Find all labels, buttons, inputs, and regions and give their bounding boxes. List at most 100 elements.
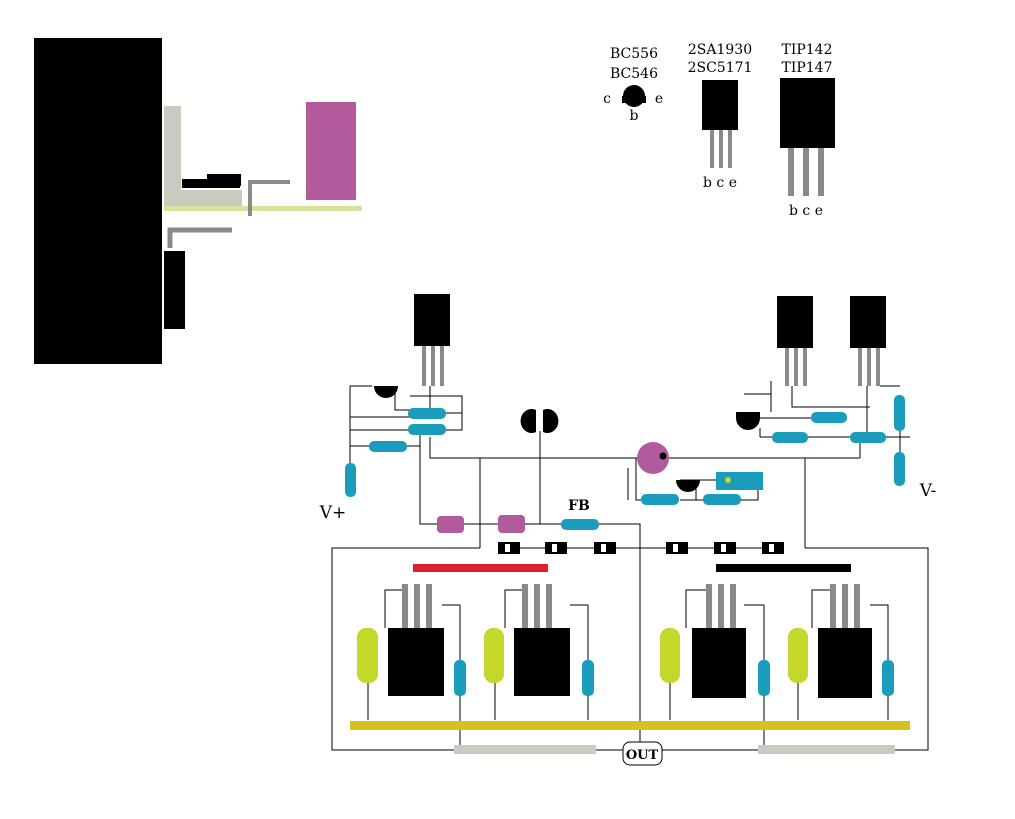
vas-transistor xyxy=(736,418,760,430)
legend-part-tip142: TIP142 xyxy=(781,42,832,58)
bias-transistor xyxy=(676,480,700,492)
resistor-r5 xyxy=(772,432,808,443)
driver-left-leads xyxy=(422,346,444,386)
to220-leads xyxy=(710,130,732,168)
driver-transistor-right-a xyxy=(777,296,813,348)
enclosure-panel xyxy=(34,38,162,364)
emitter-resistor-4 xyxy=(882,660,894,696)
output-transistor-4 xyxy=(818,584,872,698)
diode-1 xyxy=(498,542,520,554)
diode-3 xyxy=(594,542,616,554)
emitter-resistor-3 xyxy=(758,660,770,696)
bias-sensor-body xyxy=(716,472,763,490)
legend-pin-c: c xyxy=(603,91,611,107)
heatsink-bracket-horizontal xyxy=(164,190,242,206)
emitter-resistors xyxy=(454,660,894,696)
resistor-m1 xyxy=(437,516,464,533)
resistors-cyan xyxy=(345,395,905,530)
transistor-side-lead xyxy=(248,180,290,216)
output-transistor-3 xyxy=(692,584,746,698)
legend-part-tip147: TIP147 xyxy=(781,60,832,76)
resistor-vplus xyxy=(345,463,356,497)
driver-transistor-right-b xyxy=(850,296,886,348)
resistor-r4 xyxy=(811,412,847,423)
resistor-r1 xyxy=(408,408,446,419)
legend-output-pins: b c e xyxy=(789,203,823,219)
diodes xyxy=(498,542,784,554)
driver-right-b-leads xyxy=(858,348,880,386)
resistor-m2 xyxy=(498,515,525,533)
emitter-resistor-1 xyxy=(454,660,466,696)
driver-right-a-leads xyxy=(785,348,807,386)
resistor-vminus xyxy=(894,452,905,486)
legend-part-2sc5171: 2SC5171 xyxy=(688,60,753,76)
label-v-minus: V- xyxy=(919,481,936,501)
positive-rail-red xyxy=(413,564,548,572)
mechanical-side-view xyxy=(34,38,362,364)
legend-part-bc546: BC546 xyxy=(610,66,658,82)
heatsink-bracket-vertical xyxy=(164,106,181,206)
wiring xyxy=(331,381,929,751)
capacitors-lime xyxy=(357,628,808,683)
bias-sensor-dot xyxy=(725,477,731,483)
output-transistors xyxy=(388,584,872,698)
pcb-edge xyxy=(164,206,362,211)
to247-leads xyxy=(788,148,824,196)
legend-part-2sa1930: 2SA1930 xyxy=(688,42,752,58)
to92-flat xyxy=(622,96,646,103)
resistor-r7 xyxy=(894,395,905,431)
legend-small-transistor: BC556 BC546 c e b xyxy=(603,46,663,124)
resistor-r6 xyxy=(850,432,886,443)
vas-transistor-flat xyxy=(736,412,760,418)
legend-driver-transistor: 2SA1930 2SC5171 b c e xyxy=(688,42,753,191)
input-transistor-q1 xyxy=(374,386,398,398)
diode-6 xyxy=(762,542,784,554)
diode-5 xyxy=(714,542,736,554)
capacitor-c3 xyxy=(660,628,680,683)
ground-bus-bar xyxy=(350,721,910,730)
output-transistor-1 xyxy=(388,584,444,696)
legend-pin-b: b xyxy=(630,108,639,124)
label-v-plus: V+ xyxy=(319,503,347,523)
label-output: OUT xyxy=(626,748,659,763)
output-terminal-box xyxy=(622,741,663,766)
negative-rail-black xyxy=(716,564,851,572)
small-transistors xyxy=(374,386,760,492)
legend-part-bc556: BC556 xyxy=(610,46,658,62)
capacitor-c2 xyxy=(484,628,504,683)
resistors-magenta xyxy=(437,515,525,533)
output-bar-right xyxy=(758,745,895,754)
legend-output-transistor: TIP142 TIP147 b c e xyxy=(780,42,835,219)
lower-lead xyxy=(167,227,232,248)
output-transistor-2 xyxy=(514,584,570,696)
resistor-r8 xyxy=(641,494,679,505)
resistor-r9 xyxy=(703,494,741,505)
diff-pair-left xyxy=(520,409,536,434)
trimmer-pot xyxy=(637,442,669,474)
diode-4 xyxy=(666,542,688,554)
legend-pin-e: e xyxy=(655,91,663,107)
transistor-side-base xyxy=(182,179,240,188)
capacitor-c4 xyxy=(788,628,808,683)
to220-body xyxy=(702,80,738,130)
capacitor-side-view xyxy=(306,102,356,200)
label-feedback: FB xyxy=(568,498,590,514)
lower-component-side xyxy=(164,251,185,329)
driver-transistors xyxy=(414,294,886,386)
to247-body xyxy=(780,78,835,148)
resistor-fb xyxy=(561,519,599,530)
trimmer-body xyxy=(637,442,669,474)
legend-driver-pins: b c e xyxy=(703,175,737,191)
emitter-resistor-2 xyxy=(582,660,594,696)
output-bar-left xyxy=(454,745,596,754)
diode-2 xyxy=(545,542,567,554)
resistor-r2 xyxy=(408,424,446,435)
bias-sensor xyxy=(716,472,763,490)
diff-pair-right xyxy=(543,409,559,433)
trimmer-wiper xyxy=(659,452,667,460)
driver-transistor-left xyxy=(414,294,450,346)
output-terminal: OUT xyxy=(622,741,663,766)
capacitor-c1 xyxy=(357,628,378,683)
